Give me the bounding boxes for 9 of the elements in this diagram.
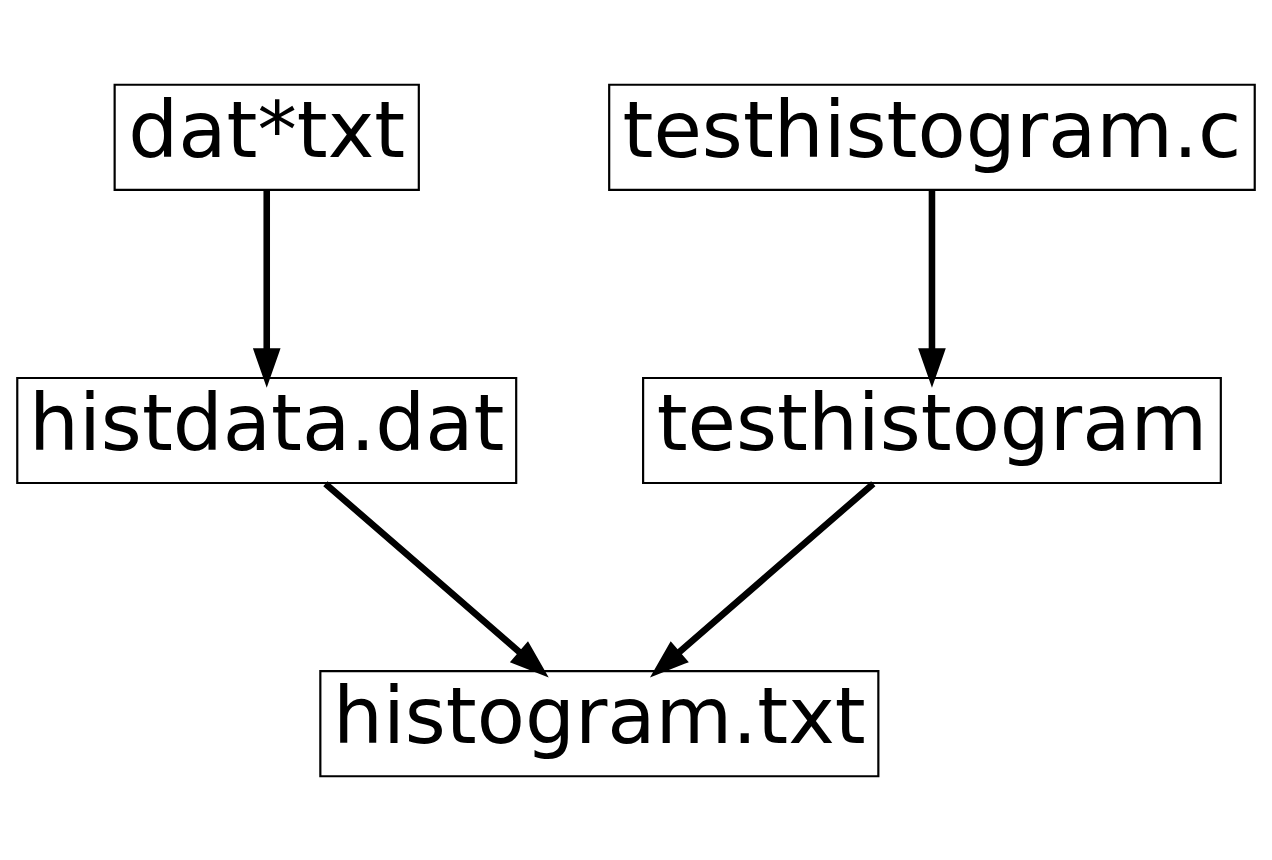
node-box: histdata.dat — [16, 376, 518, 484]
arrow — [252, 189, 281, 388]
arrow — [918, 189, 946, 388]
node-box: dat*txt — [113, 83, 420, 191]
arrow — [323, 480, 549, 678]
node-box: histogram.txt — [319, 669, 880, 777]
node-box: testhistogram.c — [608, 83, 1256, 191]
arrow — [649, 480, 876, 678]
node-box: testhistogram — [642, 376, 1222, 484]
